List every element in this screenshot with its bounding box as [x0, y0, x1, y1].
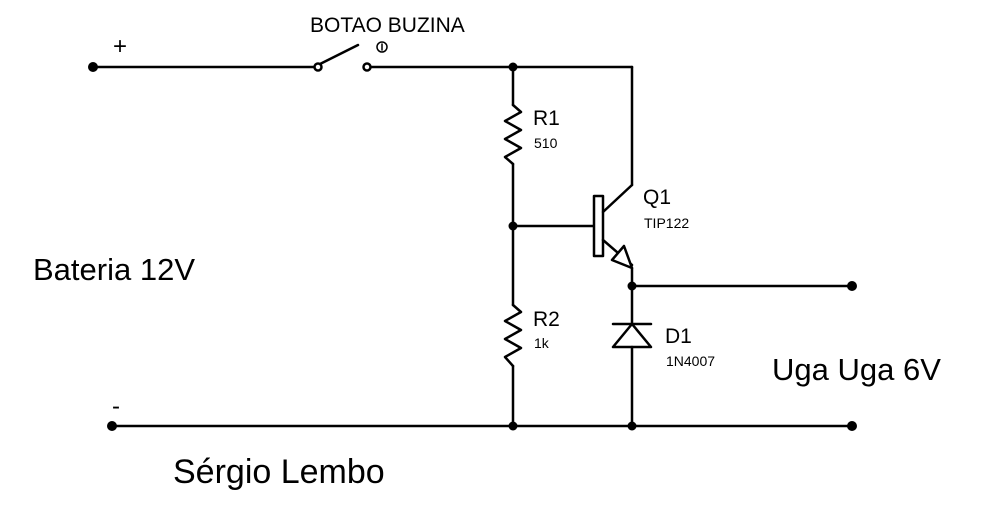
r2-name: R2: [533, 308, 560, 331]
transistor-q1: [592, 65, 634, 288]
junction-bottom-d1: [627, 421, 637, 431]
author-name: Sérgio Lembo: [173, 453, 385, 491]
diode-d1: [611, 322, 653, 349]
battery-minus-sign: -: [112, 393, 120, 420]
r2-value: 1k: [534, 335, 550, 351]
battery-negative-terminal: [107, 421, 117, 431]
output-positive-terminal: [847, 281, 857, 291]
resistor-r2: [503, 303, 523, 368]
junction-emitter: [627, 281, 637, 291]
horn-button-switch: [313, 41, 388, 72]
q1-part: TIP122: [644, 215, 689, 231]
junction-top: [508, 62, 518, 72]
junction-bottom-r2: [508, 421, 518, 431]
d1-name: D1: [665, 325, 692, 348]
battery-plus-sign: +: [113, 33, 127, 60]
resistor-r1: [503, 103, 523, 166]
battery-positive-terminal: [88, 62, 98, 72]
switch-label: BOTAO BUZINA: [310, 14, 465, 37]
output-label: Uga Uga 6V: [772, 352, 941, 387]
r1-name: R1: [533, 107, 560, 130]
output-negative-terminal: [847, 421, 857, 431]
battery-label: Bateria 12V: [33, 252, 195, 287]
q1-name: Q1: [643, 186, 671, 209]
r1-value: 510: [534, 135, 558, 151]
junction-base: [508, 221, 518, 231]
d1-part: 1N4007: [666, 353, 715, 369]
